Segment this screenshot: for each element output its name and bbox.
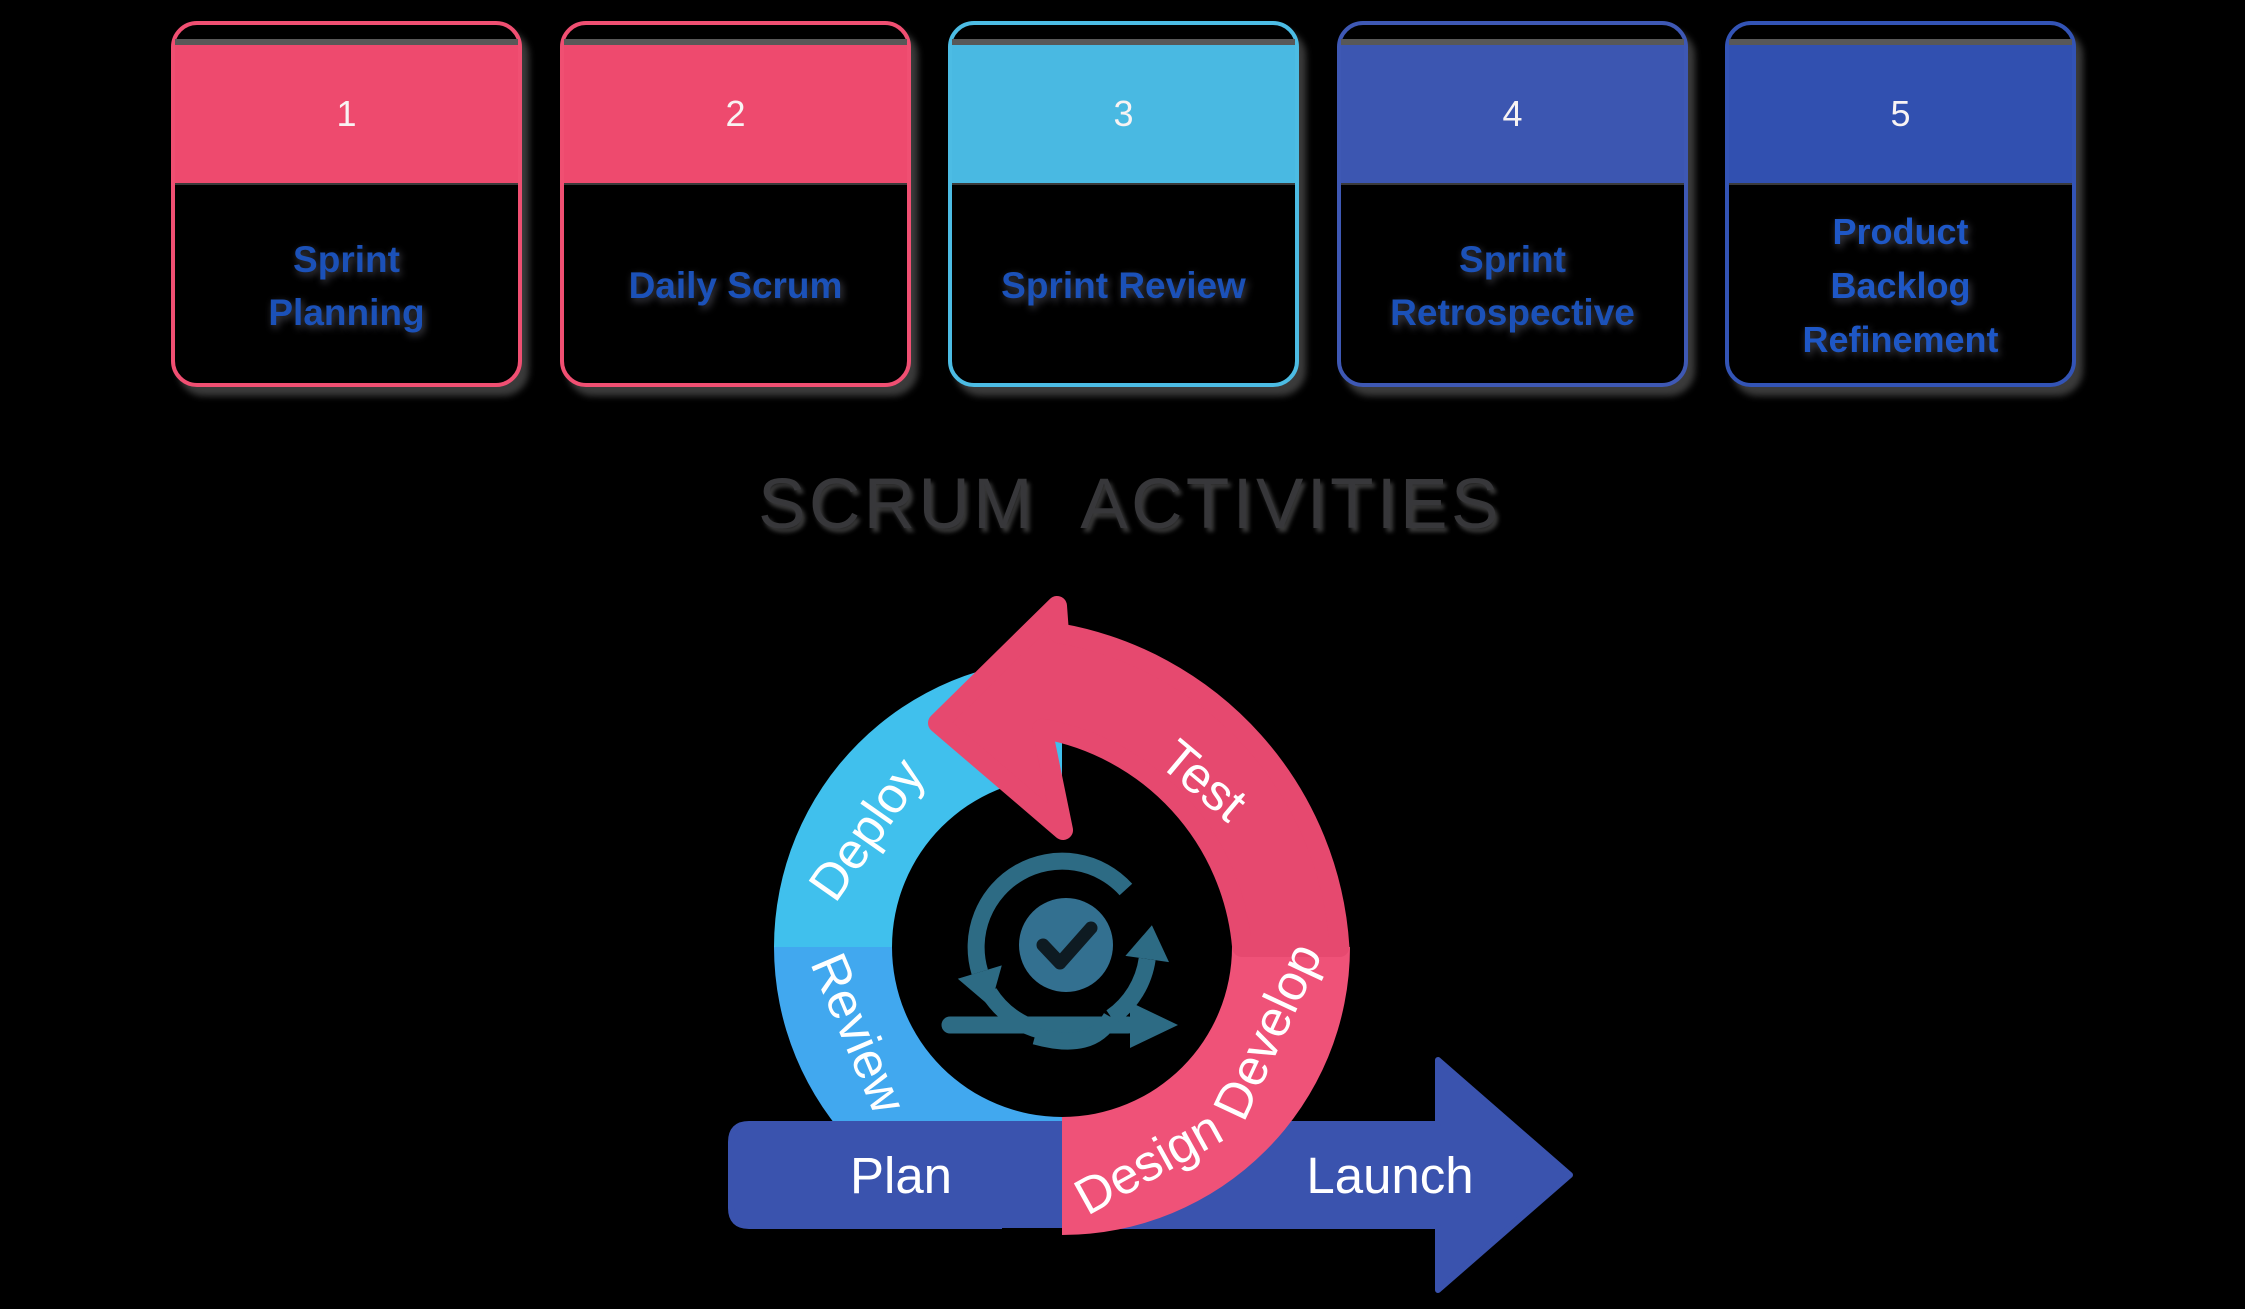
svg-text:Plan: Plan [850, 1147, 952, 1204]
svg-text:Launch: Launch [1306, 1147, 1473, 1204]
